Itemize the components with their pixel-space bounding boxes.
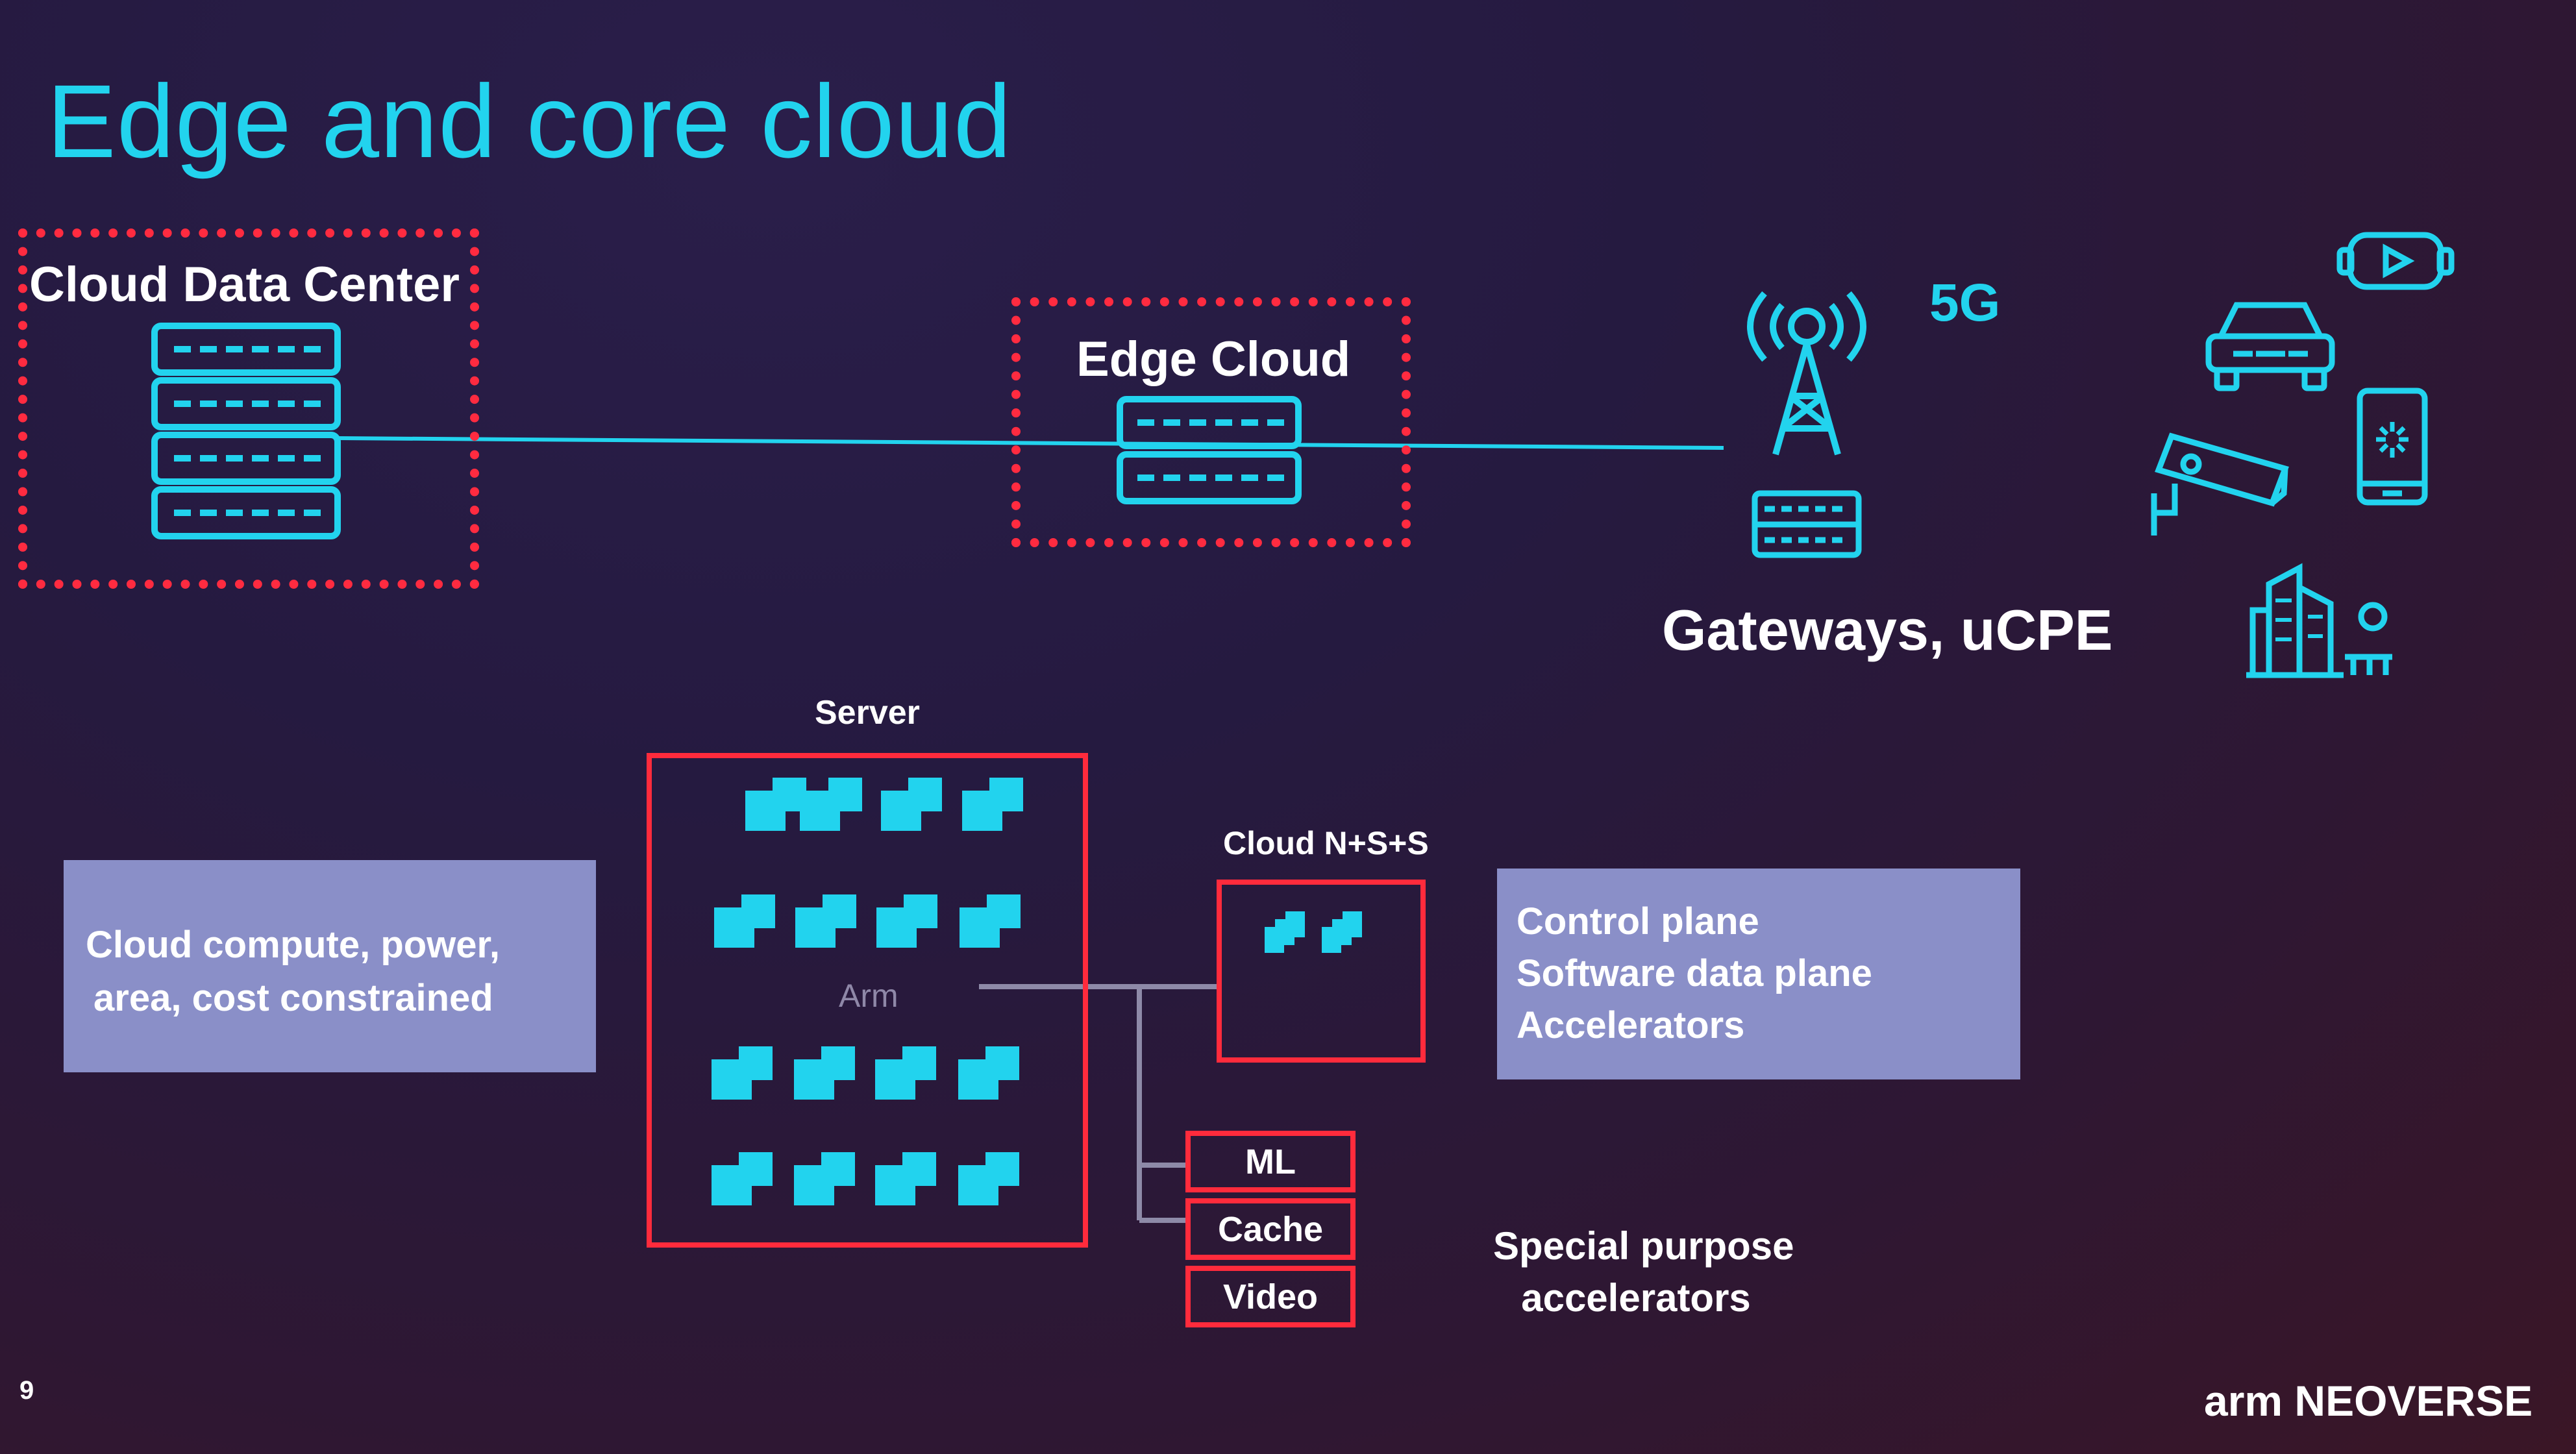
- accelerator-cache: Cache: [1185, 1198, 1356, 1260]
- smartphone-icon: [2357, 388, 2428, 506]
- core-row-3: [712, 1046, 1019, 1100]
- constraints-line-2: area, cost constrained: [93, 977, 493, 1019]
- constraints-line-1: Cloud compute, power,: [86, 924, 501, 966]
- accelerator-video: Video: [1185, 1266, 1356, 1327]
- vr-headset-icon: [2336, 232, 2455, 290]
- gateway-icon: [1752, 490, 1862, 558]
- cell-tower-icon: [1747, 291, 1866, 456]
- plane-line-3: Accelerators: [1517, 1004, 1745, 1046]
- page-number: 9: [19, 1376, 34, 1405]
- core-row-2: [714, 894, 1021, 948]
- cloud-constraints-panel: Cloud compute, power, area, cost constra…: [64, 860, 596, 1072]
- car-icon: [2205, 302, 2335, 391]
- gateways-label: Gateways, uCPE: [1662, 598, 2113, 662]
- plane-line-1: Control plane: [1517, 900, 1759, 943]
- plane-panel: Control plane Software data plane Accele…: [1497, 869, 2020, 1079]
- network-link: [337, 436, 1724, 450]
- edge-cloud-label: Edge Cloud: [1076, 332, 1351, 387]
- cloud-data-center-label: Cloud Data Center: [29, 257, 460, 312]
- datacenter-server-icon: [151, 323, 341, 539]
- slide-title: Edge and core cloud: [47, 63, 1012, 179]
- fiveg-label: 5G: [1929, 273, 2001, 332]
- accelerator-ml: ML: [1185, 1131, 1356, 1192]
- arm-neoverse-logo: arm NEOVERSE: [2204, 1377, 2533, 1425]
- server-label: Server: [815, 694, 920, 732]
- caption-line-2: accelerators: [1521, 1276, 1751, 1320]
- cloud-nss-box: [1217, 880, 1426, 1063]
- smart-building-icon: [2246, 563, 2392, 678]
- edge-server-icon: [1117, 396, 1302, 504]
- special-accelerators-caption: Special purpose accelerators: [1493, 1220, 1794, 1324]
- arm-core-label: Arm: [839, 978, 898, 1014]
- cloud-nss-label: Cloud N+S+S: [1223, 825, 1429, 861]
- caption-line-1: Special purpose: [1493, 1224, 1794, 1268]
- core-row-1: [745, 778, 1023, 831]
- plane-line-2: Software data plane: [1517, 952, 1872, 994]
- nss-core-icon: [1265, 911, 1362, 953]
- cloud-data-center-box: [18, 228, 479, 589]
- core-row-4: [712, 1152, 1019, 1205]
- server-box: [647, 753, 1088, 1248]
- security-camera-icon: [2151, 432, 2289, 536]
- edge-cloud-box: [1011, 297, 1411, 547]
- server-bus-lines: [979, 984, 1220, 1223]
- arm-core-grid: [712, 778, 1023, 1205]
